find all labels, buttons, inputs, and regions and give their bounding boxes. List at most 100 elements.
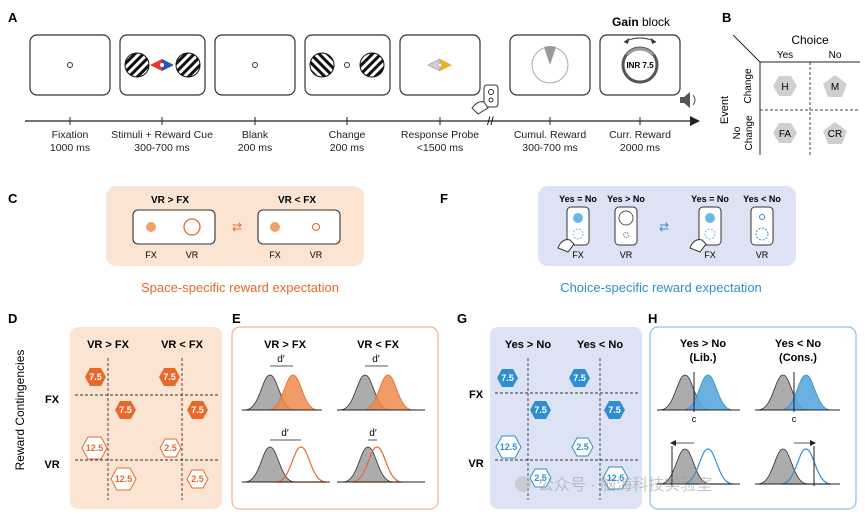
panel-label-a: A [8, 10, 18, 25]
hit-label: H [781, 82, 788, 93]
screen-curr-reward [599, 34, 681, 96]
fixation-dot [67, 62, 73, 68]
hand-button-icon [471, 84, 499, 115]
step-duration: 200 ms [330, 142, 364, 154]
c-caption: Space-specific reward expectation [141, 280, 339, 295]
c-right-screen [257, 209, 341, 245]
panel-label-d: D [8, 311, 17, 326]
d-col1: VR > FX [87, 339, 130, 351]
panel-label-c: C [8, 191, 18, 206]
svg-text:7.5: 7.5 [191, 405, 204, 415]
f-no-dot-2 [623, 232, 629, 238]
c-left-fx-dot [146, 222, 156, 232]
f-title-4: Yes < No [743, 194, 781, 204]
yes-header: Yes [777, 50, 793, 61]
svg-text:7.5: 7.5 [119, 405, 132, 415]
svg-text:7.5: 7.5 [534, 405, 547, 415]
svg-text:d′: d′ [281, 428, 289, 439]
step-duration: 2000 ms [620, 142, 660, 154]
grating-left [124, 52, 150, 78]
g-col1: Yes > No [505, 339, 551, 351]
c-fx-label: FX [145, 250, 157, 260]
grating-right [175, 52, 201, 78]
speaker-icon [680, 92, 696, 108]
e-dist-bottom-right: d′ [337, 428, 425, 483]
h-col2b: (Cons.) [779, 352, 817, 364]
svg-text:d′: d′ [277, 354, 285, 365]
hit-hexagon [773, 76, 797, 96]
f-yes-dot-3 [705, 213, 715, 223]
svg-text:2.5: 2.5 [576, 442, 589, 452]
f-caption: Choice-specific reward expectation [560, 280, 762, 295]
screen-cumul-reward [509, 34, 591, 96]
e-col2: VR < FX [357, 339, 400, 351]
grating-change-left [309, 52, 335, 78]
g-col2: Yes < No [577, 339, 623, 351]
no-header: No [829, 50, 842, 61]
fa-hexagon [773, 123, 797, 143]
change-row-label: Change [743, 68, 754, 103]
d-col2: VR < FX [161, 339, 204, 351]
f-no-dot-1 [572, 228, 584, 240]
c-vr-label: VR [186, 250, 199, 260]
f-title-3: Yes = No [691, 194, 729, 204]
panel-label-g: G [457, 311, 467, 326]
d-hexagons: 7.5 7.5 7.5 7.5 12.5 2.5 12.5 2.5 [81, 368, 209, 491]
step-name: Stimuli + Reward Cue [111, 129, 213, 141]
f-fx-1: FX [572, 250, 584, 260]
c-vr-label-2: VR [310, 250, 323, 260]
hand-icon-2 [689, 239, 707, 253]
exchange-arrows-icon: ⇄ [232, 220, 242, 234]
grating-change-right [359, 52, 385, 78]
no-change-row-label: No [732, 126, 743, 139]
hand-icon [557, 239, 575, 253]
screen-blank [214, 34, 296, 96]
panel-label-f: F [440, 191, 448, 206]
d-grid [75, 358, 218, 500]
timeline-arrowhead [690, 116, 700, 126]
h-dist-top-right: c [755, 372, 840, 424]
g-row-vr: VR [468, 458, 483, 470]
trial-screens [29, 34, 681, 96]
f-exchange-arrows-icon: ⇄ [659, 220, 669, 234]
h-dist-bottom-right [755, 440, 840, 486]
svg-text:12.5: 12.5 [500, 442, 518, 452]
miss-label: M [831, 82, 839, 93]
svg-text:7.5: 7.5 [163, 372, 176, 382]
gain-block-label: Gain block [612, 15, 671, 29]
choice-header: Choice [791, 33, 829, 47]
f-title-1: Yes = No [559, 194, 597, 204]
h-dist-top-left: c [657, 372, 740, 424]
f-no-dot-4 [755, 227, 769, 241]
watermark: 公众号 · 脑海科技实验室 [515, 476, 712, 494]
svg-text:2.5: 2.5 [191, 474, 204, 484]
panel-label-b: B [722, 10, 731, 25]
f-yes-ring-2 [618, 210, 634, 226]
g-hexagons: 7.5 7.5 7.5 7.5 12.5 2.5 2.5 12.5 [495, 369, 629, 490]
cumul-reward-wedge [544, 45, 556, 65]
svg-text:c: c [692, 414, 697, 424]
step-name: Change [329, 129, 366, 141]
no-change-row-label-2: Change [744, 115, 755, 150]
step-name: Cumul. Reward [514, 129, 587, 141]
e-col1: VR > FX [264, 339, 307, 351]
svg-text:7.5: 7.5 [573, 373, 586, 383]
step-duration: 300-700 ms [134, 142, 189, 154]
c-left-title: VR > FX [151, 195, 189, 206]
c-right-title: VR < FX [278, 195, 316, 206]
d-row-fx: FX [45, 394, 60, 406]
svg-text:d′: d′ [369, 428, 377, 439]
svg-text:c: c [792, 414, 797, 424]
step-duration: <1500 ms [417, 142, 463, 154]
panel-label-h: H [648, 311, 657, 326]
d-row-vr: VR [44, 459, 59, 471]
step-duration: 300-700 ms [522, 142, 577, 154]
step-name: Response Probe [401, 129, 479, 141]
fixation-dot-blank [252, 62, 258, 68]
response-probe-cue [427, 58, 452, 72]
timeline-labels: Fixation 1000 ms Stimuli + Reward Cue 30… [50, 129, 671, 154]
panel-c-bg [106, 186, 364, 266]
fixation-dot-change [344, 62, 350, 68]
step-name: Curr. Reward [609, 129, 671, 141]
